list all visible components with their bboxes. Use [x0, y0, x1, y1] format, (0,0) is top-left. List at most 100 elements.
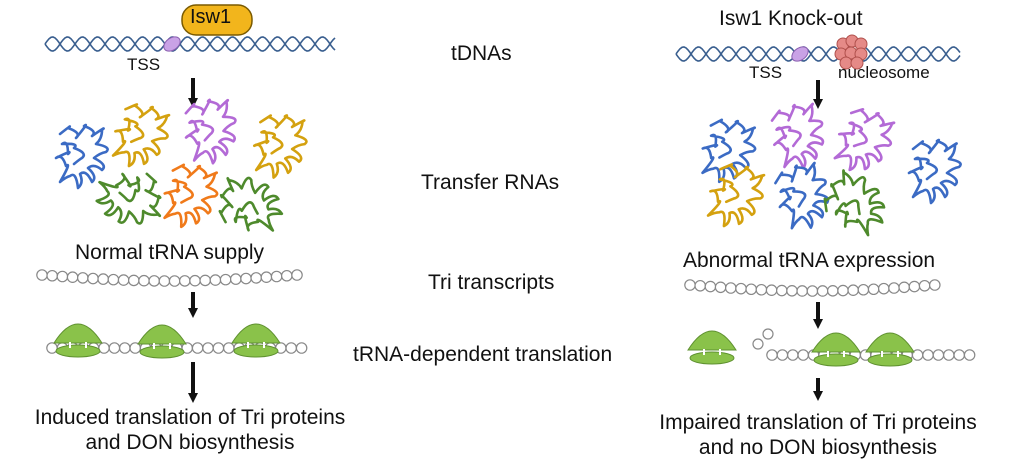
- transcript-bead: [776, 349, 789, 361]
- ribosome-icon: [687, 330, 737, 365]
- transcript-bead: [108, 342, 121, 354]
- trna-strand: [706, 163, 766, 228]
- transcript-bead: [694, 279, 706, 292]
- free-bead: [762, 328, 774, 340]
- nucleosome-icon: [834, 34, 868, 70]
- trna-molecule: [701, 118, 757, 184]
- left-outcome: Induced translation of Tri proteins and …: [0, 405, 380, 455]
- transcript-bead: [66, 271, 79, 284]
- ribosome-icon: [865, 332, 915, 367]
- trna-cloverleaf-group: [54, 98, 962, 237]
- trna-molecule: [823, 169, 886, 237]
- ribosome-large-subunit: [53, 323, 103, 344]
- transcript-bead: [119, 342, 131, 354]
- transcript-bead: [745, 283, 757, 296]
- transcript-bead: [87, 272, 99, 285]
- transcript-bead: [280, 269, 293, 282]
- transcript-bead: [191, 342, 204, 354]
- transcript-bead: [797, 349, 809, 361]
- transcript-bead: [714, 281, 727, 294]
- transcript-bead: [107, 273, 120, 286]
- tss-label-right: TSS: [749, 63, 783, 82]
- transcript-bead: [148, 275, 160, 287]
- transcript-bead: [240, 272, 252, 285]
- center-label-translation: tRNA-dependent translation: [353, 343, 613, 366]
- right-outcome-line1: Impaired translation of Tri proteins: [659, 411, 977, 434]
- trna-strand: [823, 169, 886, 237]
- transcript-bead: [877, 282, 890, 295]
- trna-molecule: [184, 98, 237, 165]
- ribosome-large-subunit: [231, 323, 281, 344]
- ribosome-icon: [811, 332, 861, 367]
- transcript-bead: [857, 283, 870, 296]
- helix-strand: [675, 46, 961, 62]
- transcript-bead: [138, 274, 150, 287]
- trna-strand: [111, 103, 171, 168]
- left-outcome-line2: and DON biosynthesis: [85, 431, 295, 455]
- transcript-bead: [291, 269, 303, 281]
- center-label-tri-transcripts: Tri transcripts: [428, 271, 555, 294]
- transcript-bead: [97, 273, 109, 285]
- ribosome-group: [53, 323, 915, 367]
- transcript-bead: [898, 281, 910, 294]
- trna-molecule: [54, 123, 109, 190]
- transcript-bead: [888, 282, 900, 294]
- ribosome-icon: [53, 323, 103, 358]
- center-label-transfer-rnas: Transfer RNAs: [421, 171, 560, 194]
- ribosome-large-subunit: [687, 330, 737, 351]
- trna-strand: [774, 161, 830, 230]
- transcript-bead: [202, 342, 214, 354]
- transcript-bead: [77, 272, 89, 284]
- abnormal-trna-expression-label: Abnormal tRNA expression: [683, 249, 936, 272]
- transcript-bead: [270, 270, 283, 283]
- transcript-bead: [128, 274, 140, 287]
- transcript-bead: [199, 274, 211, 287]
- ribosome-small-subunit: [813, 353, 859, 367]
- transcript-bead: [117, 274, 130, 286]
- transcript-bead: [786, 284, 798, 297]
- transcript-bead: [908, 280, 921, 293]
- ribosome-large-subunit: [137, 324, 187, 345]
- trna-molecule: [95, 172, 162, 225]
- transcript-bead: [260, 271, 273, 284]
- trna-strand: [907, 138, 962, 205]
- transcript-bead: [847, 284, 859, 296]
- histone-bead: [850, 56, 864, 70]
- transcript-bead: [953, 349, 965, 361]
- trna-molecule: [770, 102, 825, 170]
- helix-strand: [44, 36, 336, 52]
- tss-marker-right: [791, 46, 809, 62]
- trna-strand: [770, 102, 825, 170]
- transcript-bead: [816, 285, 829, 297]
- tss-marker-left: [163, 36, 181, 52]
- trna-strand: [95, 172, 162, 225]
- transcript-bead: [56, 270, 69, 283]
- left-outcome-line1: Induced translation of Tri proteins: [34, 406, 346, 429]
- tss-label-left: TSS: [127, 55, 161, 74]
- nucleosome-label: nucleosome: [838, 63, 930, 82]
- free-bead: [752, 338, 764, 350]
- transcript-bead: [796, 285, 808, 297]
- isw1-badge-label: Isw1: [190, 6, 232, 28]
- transcript-bead: [918, 279, 931, 292]
- trna-molecule: [111, 103, 171, 168]
- ribosome-small-subunit: [139, 345, 185, 359]
- transcript-bead: [963, 349, 976, 361]
- transcript-bead: [209, 274, 222, 286]
- knockout-title: Isw1 Knock-out: [719, 7, 863, 30]
- trna-molecule: [252, 114, 308, 179]
- transcript-bead: [230, 273, 242, 285]
- trna-molecule: [218, 176, 284, 232]
- transcript-bead: [837, 284, 849, 297]
- transcript-bead: [46, 269, 58, 282]
- ribosome-small-subunit: [55, 344, 101, 358]
- right-outcome: Impaired translation of Tri proteins and…: [618, 410, 1018, 460]
- trna-strand: [54, 123, 109, 190]
- right-outcome-line2: and no DON biosynthesis: [698, 436, 938, 460]
- helix-strand: [44, 36, 336, 52]
- transcript-bead: [285, 342, 297, 354]
- trna-molecule: [706, 163, 766, 228]
- trna-molecule: [163, 163, 219, 229]
